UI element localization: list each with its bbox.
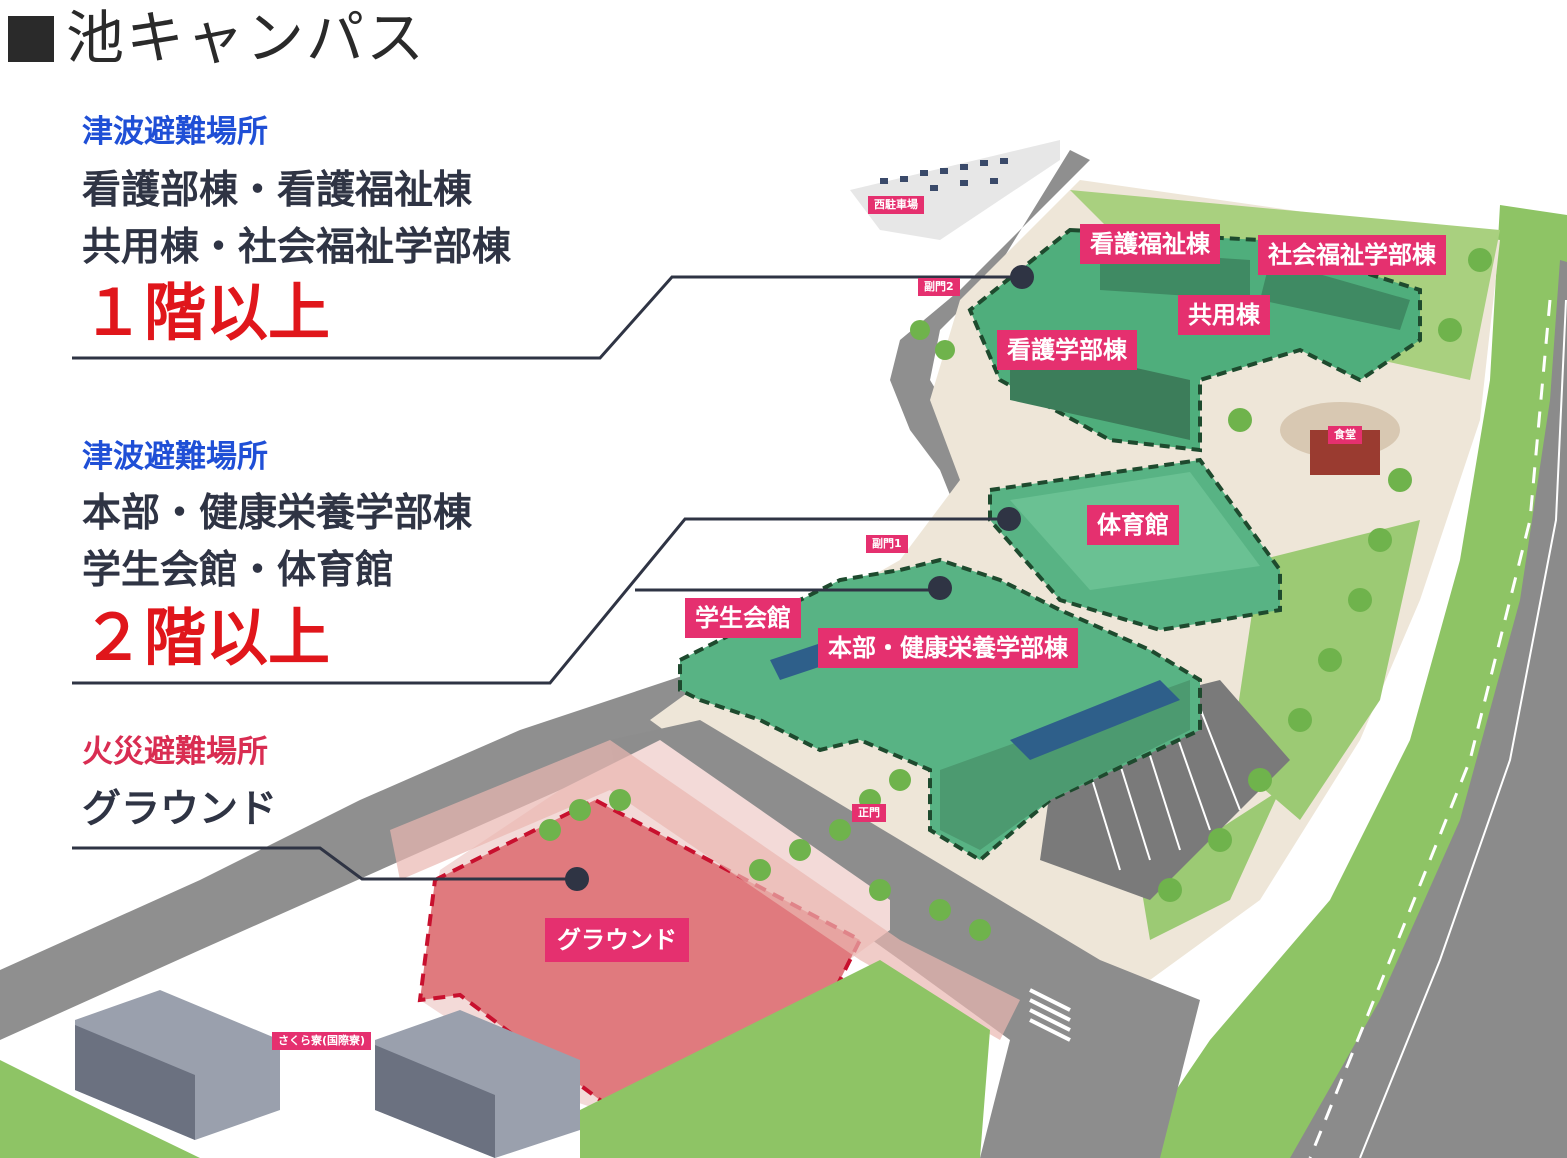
label-honbu: 本部・健康栄養学部棟 — [818, 628, 1078, 668]
page-title: 池キャンパス — [8, 2, 426, 74]
label-side-gate2: 副門2 — [918, 278, 960, 296]
label-main-gate: 正門 — [852, 804, 886, 822]
buildings-north — [967, 227, 1422, 453]
label-kango-fukushi: 看護福祉棟 — [1080, 224, 1220, 264]
section2-buildings-line2: 学生会館・体育館 — [82, 548, 395, 593]
title-square-icon — [8, 16, 54, 62]
section1-category: 津波避難場所 — [82, 114, 268, 150]
label-west-parking: 西駐車場 — [868, 196, 924, 214]
section1-buildings-line2: 共用棟・社会福祉学部棟 — [82, 225, 512, 270]
marker-dot-icon — [565, 265, 1034, 891]
label-taiikukan: 体育館 — [1087, 505, 1179, 545]
label-dormitory: さくら寮(国際寮) — [272, 1032, 372, 1050]
label-kango-gakubu: 看護学部棟 — [997, 330, 1137, 370]
leader-lines — [72, 275, 1022, 881]
section1-floor: １階以上 — [82, 276, 331, 349]
label-shakai-fukushi: 社会福祉学部棟 — [1258, 235, 1446, 275]
section2-buildings-line1: 本部・健康栄養学部棟 — [82, 491, 473, 536]
section3-buildings-line1: グラウンド — [82, 787, 278, 832]
section2-category: 津波避難場所 — [82, 439, 268, 475]
section3-category: 火災避難場所 — [82, 734, 268, 770]
label-ground: グラウンド — [545, 918, 689, 962]
label-side-gate1: 副門1 — [866, 535, 908, 553]
west-road — [0, 150, 1090, 1040]
label-kyoyo: 共用棟 — [1178, 295, 1270, 335]
label-gakusei-kaikan: 学生会館 — [685, 598, 801, 638]
section1-buildings-line1: 看護部棟・看護福祉棟 — [82, 168, 473, 213]
label-cafeteria: 食堂 — [1328, 426, 1362, 444]
page-title-text: 池キャンパス — [66, 4, 427, 72]
section2-floor: ２階以上 — [82, 601, 331, 674]
west-parking-lot — [850, 140, 1060, 240]
highway — [1290, 260, 1567, 1158]
dormitory-buildings — [75, 990, 580, 1158]
